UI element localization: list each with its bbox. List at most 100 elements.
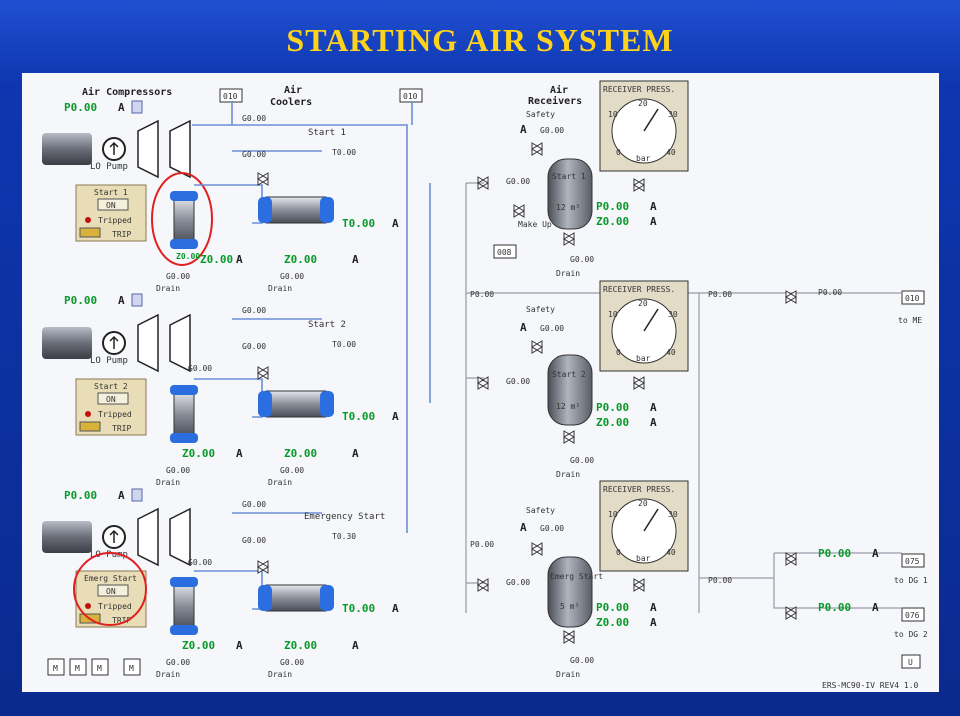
svg-text:30: 30 [668, 310, 678, 319]
dg1-valve-icon[interactable] [785, 552, 797, 566]
svg-text:Z0.00: Z0.00 [596, 416, 629, 429]
receiver-3-drain-valve-icon[interactable] [563, 630, 575, 644]
unit-1-control-panel: Start 1 ON Tripped TRIP [75, 184, 147, 242]
footer-button-2[interactable]: M [69, 658, 87, 676]
unit-2-control-panel: Start 2 ON Tripped TRIP [75, 378, 147, 436]
unit-3-aftercooler[interactable] [258, 584, 334, 612]
unit-3-valve-icon[interactable] [257, 560, 269, 574]
svg-text:ON: ON [106, 395, 116, 404]
svg-text:Tripped: Tripped [98, 410, 132, 419]
svg-text:A: A [352, 253, 359, 266]
unit-1-intercooler[interactable] [170, 191, 198, 249]
receiver-1-inlet-valve-icon[interactable] [477, 176, 489, 190]
svg-text:Z0.00: Z0.00 [284, 447, 317, 460]
svg-text:P0.00: P0.00 [596, 401, 629, 414]
unit-1-valve-icon[interactable] [257, 172, 269, 186]
unit-3-intercooler[interactable] [170, 577, 198, 635]
unit-2-compressor-stage1-icon[interactable] [137, 313, 159, 373]
svg-text:M: M [97, 664, 102, 673]
me-valve-icon[interactable] [785, 290, 797, 304]
unit-1-aftercooler[interactable] [258, 196, 334, 224]
footer-button-4[interactable]: M [123, 658, 141, 676]
receiver-1-vessel[interactable] [547, 158, 593, 230]
coolers-heading-1: Air [284, 84, 302, 96]
svg-text:G0.00: G0.00 [166, 466, 190, 475]
receiver-1-outlet-valve-icon[interactable] [633, 178, 645, 192]
tag-010-b[interactable]: 010 [399, 88, 423, 103]
tag-008[interactable]: 008 [493, 244, 517, 259]
footer-button-1[interactable]: M [47, 658, 65, 676]
svg-text:12 m³: 12 m³ [556, 203, 580, 212]
receiver-2-vessel[interactable] [547, 354, 593, 426]
svg-text:A: A [650, 416, 657, 429]
unit-2-aftercooler[interactable] [258, 390, 334, 418]
compressors-heading: Air Compressors [82, 86, 172, 98]
svg-text:Z0.00: Z0.00 [200, 253, 233, 266]
unit-2-sensor-icon [131, 293, 143, 307]
svg-text:M: M [53, 664, 58, 673]
svg-text:G0.00: G0.00 [166, 272, 190, 281]
pressure-to-dg2: P0.00 [818, 601, 851, 614]
svg-text:G0.00: G0.00 [188, 364, 212, 373]
receiver-1-drain-valve-icon[interactable] [563, 232, 575, 246]
unit-1-compressor-stage2-icon[interactable] [169, 119, 191, 179]
unit-1-sensor-icon [131, 100, 143, 114]
unit-2-valve-icon[interactable] [257, 366, 269, 380]
unit-3-compressor-stage1-icon[interactable] [137, 507, 159, 567]
unit-2-compressor-stage2-icon[interactable] [169, 313, 191, 373]
svg-text:A: A [236, 253, 243, 266]
svg-text:bar: bar [636, 154, 651, 163]
dg2-valve-icon[interactable] [785, 606, 797, 620]
tag-010-a[interactable]: 010 [219, 88, 243, 103]
unit-3-motor-icon[interactable] [42, 521, 92, 553]
receiver-2-safety-valve-icon[interactable] [531, 340, 543, 354]
unit-3-compressor-stage2-icon[interactable] [169, 507, 191, 567]
receiver-2-inlet-valve-icon[interactable] [477, 376, 489, 390]
unit-3: P0.00 A LO Pump Emerg Start ON Tripped [42, 488, 399, 679]
svg-text:Z0.00: Z0.00 [284, 253, 317, 266]
unit-1-on-button[interactable] [97, 198, 129, 211]
unit-1-highlight-circle [151, 172, 213, 266]
svg-text:Drain: Drain [556, 470, 580, 479]
svg-text:Drain: Drain [268, 670, 292, 679]
svg-text:TRIP: TRIP [112, 230, 131, 239]
unit-2-pump-label: LO Pump [90, 356, 128, 366]
footer-button-3[interactable]: M [91, 658, 109, 676]
tag-075[interactable]: 075 [901, 553, 925, 568]
svg-text:20: 20 [638, 299, 648, 308]
svg-text:12 m³: 12 m³ [556, 402, 580, 411]
receiver-1-safety-valve-icon[interactable] [531, 142, 543, 156]
svg-text:T0.00: T0.00 [332, 340, 356, 349]
receiver-3: Safety A G0.00 G0.00 Emerg Start 5 m³ P0… [477, 506, 657, 679]
svg-text:Start 1: Start 1 [552, 172, 586, 181]
receiver-1-makeup-valve-icon[interactable] [513, 204, 525, 218]
gauge-3-needle [643, 508, 659, 532]
svg-text:TRIP: TRIP [112, 424, 131, 433]
unit-1-compressor-stage1-icon[interactable] [137, 119, 159, 179]
receiver-3-inlet-valve-icon[interactable] [477, 578, 489, 592]
receiver-2-outlet-valve-icon[interactable] [633, 376, 645, 390]
svg-text:Safety: Safety [526, 305, 555, 314]
svg-text:Safety: Safety [526, 110, 555, 119]
tag-010-c[interactable]: 010 [901, 290, 925, 305]
unit-3-on-button[interactable] [97, 584, 129, 597]
unit-1-cooler-title: Start 1 [308, 128, 346, 138]
tag-u[interactable]: U [901, 654, 921, 669]
svg-text:008: 008 [497, 248, 512, 257]
receiver-3-safety-valve-icon[interactable] [531, 542, 543, 556]
svg-text:M: M [129, 664, 134, 673]
receiver-3-outlet-valve-icon[interactable] [633, 578, 645, 592]
unit-2-motor-icon[interactable] [42, 327, 92, 359]
schematic: Air Compressors Air Coolers Air Receiver… [42, 80, 928, 690]
svg-text:A: A [650, 200, 657, 213]
svg-text:Z0.00: Z0.00 [596, 616, 629, 629]
unit-2-intercooler[interactable] [170, 385, 198, 443]
unit-2-on-button[interactable] [97, 392, 129, 405]
unit-1-motor-icon[interactable] [42, 133, 92, 165]
tag-076[interactable]: 076 [901, 607, 925, 622]
receiver-2-drain-valve-icon[interactable] [563, 430, 575, 444]
receiver-3-vessel[interactable] [547, 556, 593, 628]
svg-text:T0.00: T0.00 [332, 148, 356, 157]
svg-text:A: A [872, 601, 879, 614]
svg-text:Drain: Drain [156, 478, 180, 487]
